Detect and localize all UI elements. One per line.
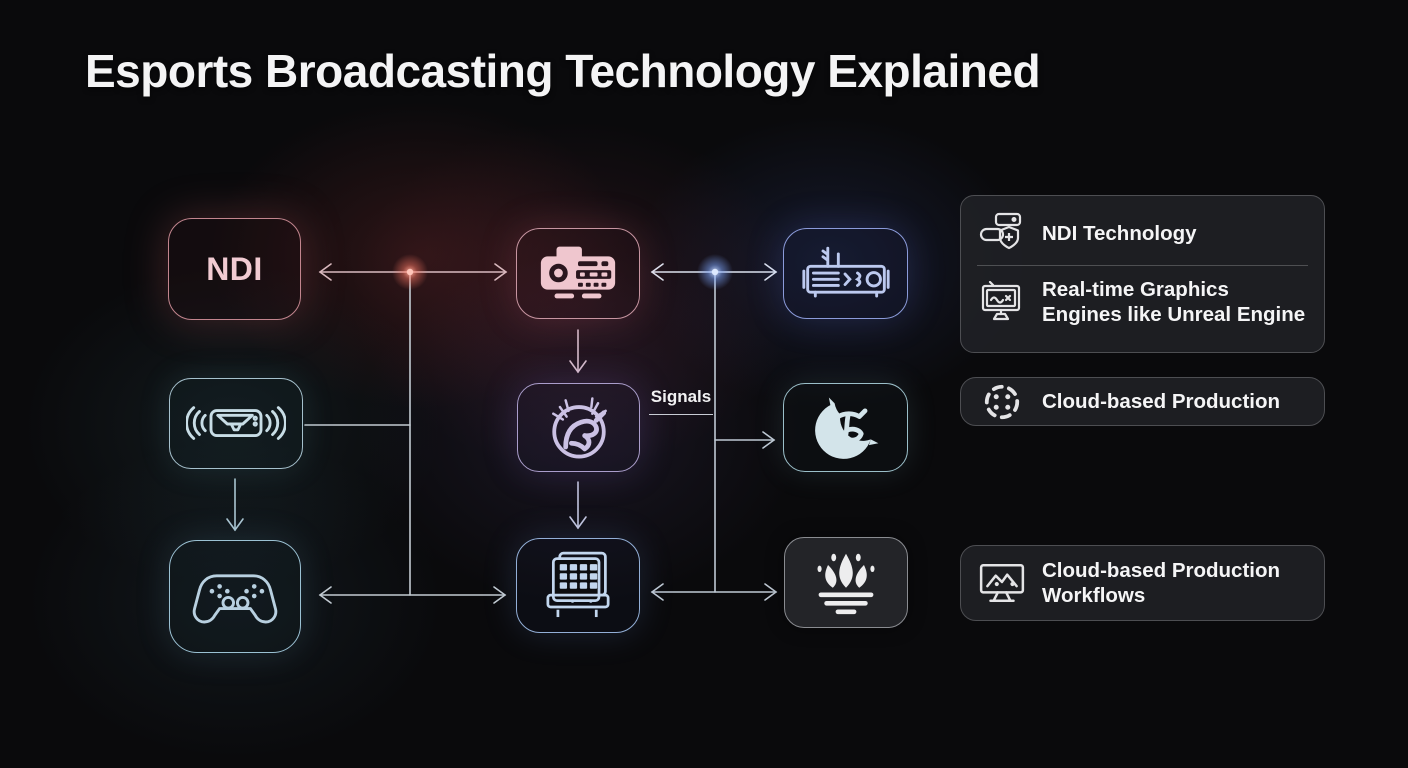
legend-group-cloud-production: Cloud-based Production	[960, 377, 1325, 426]
node-video-switcher	[516, 538, 640, 633]
signals-edge-label: Signals	[649, 387, 713, 415]
right-signal-bus	[650, 272, 778, 601]
node-game-controller	[169, 540, 301, 653]
node-engine-emblem-purple	[517, 383, 640, 472]
legend-label-realtime-graphics: Real-time Graphics Engines like Unreal E…	[1042, 278, 1306, 326]
legend-item-ndi-technology: NDI Technology	[977, 206, 1308, 260]
workflow-monitor-icon	[977, 561, 1027, 605]
legend-item-cloud-workflows: Cloud-based Production Workflows	[977, 558, 1308, 608]
dashed-circle-icon	[977, 381, 1027, 423]
legend-group-ndi-graphics: NDI Technology Real-time Graphics	[960, 195, 1325, 353]
legend-label-ndi-technology: NDI Technology	[1042, 221, 1197, 245]
arrow-emblem-switcher	[569, 481, 587, 530]
ndi-wordmark: NDI	[206, 250, 263, 287]
arrow-speaker-controller	[226, 478, 244, 532]
legend-item-cloud-production: Cloud-based Production	[977, 381, 1280, 423]
graphics-monitor-icon	[977, 281, 1027, 323]
legend-label-cloud-workflows: Cloud-based Production Workflows	[1042, 559, 1281, 607]
left-signal-bus	[304, 272, 507, 604]
red-junction-glow	[392, 254, 428, 290]
legend-group-cloud-workflows: Cloud-based Production Workflows	[960, 545, 1325, 621]
antler-emblem-icon	[551, 396, 607, 458]
broadcast-camera-icon	[540, 246, 616, 298]
node-media-router	[783, 228, 908, 319]
gamepad-icon	[192, 573, 278, 623]
media-router-icon	[801, 246, 890, 297]
speaker-waves-icon	[186, 405, 286, 440]
node-broadcast-camera	[516, 228, 640, 319]
legend-label-cloud-production: Cloud-based Production	[1042, 390, 1281, 413]
signals-label-text: Signals	[649, 387, 713, 415]
blue-junction-glow	[697, 254, 733, 290]
node-esports-crown	[784, 537, 908, 628]
crescent-emblem-icon	[814, 397, 878, 459]
legend-item-realtime-graphics: Real-time Graphics Engines like Unreal E…	[977, 273, 1308, 331]
node-ndi: NDI	[168, 218, 301, 320]
legend-divider	[977, 265, 1308, 266]
node-audio-device	[169, 378, 303, 469]
ndi-devices-icon	[977, 212, 1027, 254]
switcher-grid-icon	[546, 551, 610, 617]
arrow-camera-emblem	[569, 329, 587, 374]
crown-icon	[817, 553, 875, 614]
node-engine-emblem-teal	[783, 383, 908, 472]
page-title: Esports Broadcasting Technology Explaine…	[85, 45, 1041, 97]
